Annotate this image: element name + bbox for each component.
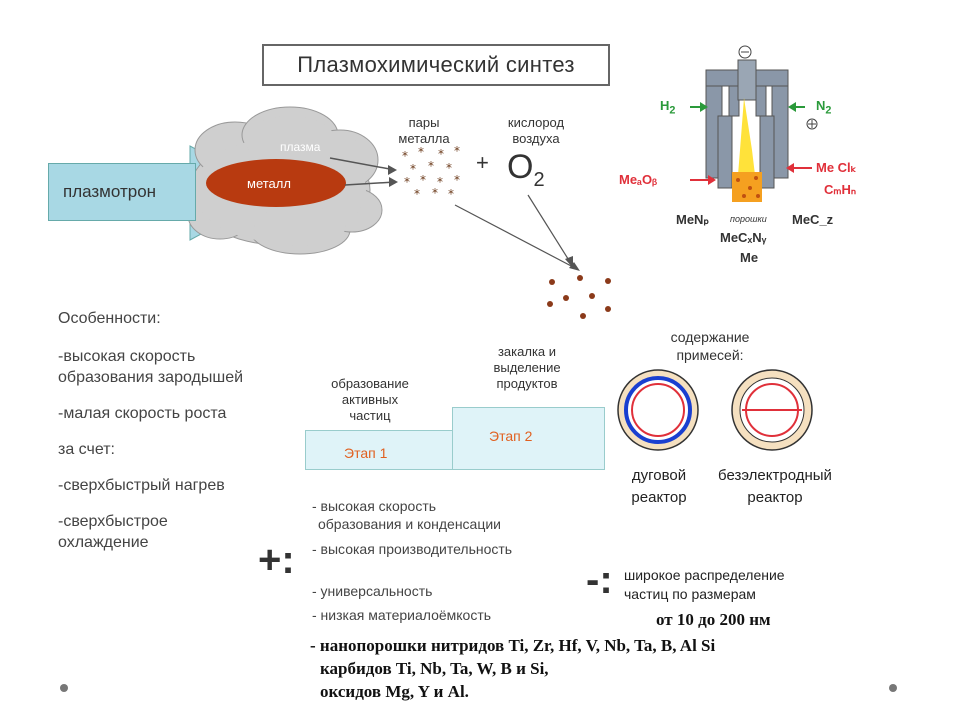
svg-text:*: *	[410, 162, 416, 176]
feature-item: -сверхбыстрый нагрев	[58, 477, 225, 494]
svg-text:*: *	[418, 145, 424, 159]
svg-text:*: *	[454, 173, 460, 187]
stage1-box: Этап 1	[305, 430, 455, 470]
feature-item: образования зародышей	[58, 369, 244, 386]
electrodeless-reactor-diagram	[731, 369, 813, 451]
meaob-label: MeₐOᵦ	[619, 172, 658, 187]
nav-dot-left	[60, 684, 68, 692]
svg-text:*: *	[448, 187, 454, 201]
advantage-item: - высокая скорость	[312, 498, 437, 514]
feature-item: -малая скорость роста	[58, 405, 227, 422]
plasmatron-box: плазмотрон	[48, 163, 196, 221]
page-title: Плазмохимический синтез	[262, 44, 610, 86]
vapor-arrow	[454, 204, 576, 269]
nav-dot-right	[889, 684, 897, 692]
mecxny-label: MeCₓNᵧ	[720, 230, 767, 245]
oxide-particles	[547, 275, 611, 319]
reactor-scheme	[690, 45, 818, 202]
feature-item: -высокая скорость	[58, 348, 196, 365]
svg-text:*: *	[402, 149, 408, 163]
features-heading: Особенности:	[58, 310, 161, 327]
products-line: - нанопорошки нитридов Ti, Zr, Hf, V, Nb…	[310, 636, 716, 655]
plasma-cloud	[187, 106, 383, 255]
stage2-box: Этап 2	[452, 407, 605, 470]
disadvantage-item: широкое распределение	[624, 567, 785, 583]
mecz-label: MeC_z	[792, 212, 834, 227]
svg-text:*: *	[414, 187, 420, 201]
plasma-label: плазма	[280, 140, 321, 154]
svg-text:*: *	[428, 159, 434, 173]
svg-text:*: *	[432, 186, 438, 200]
advantage-item: образования и конденсации	[318, 516, 501, 532]
plasma-arrow-1	[329, 157, 396, 171]
cmhn-label: CₘHₙ	[824, 182, 857, 197]
plasma-arrow-2	[344, 181, 396, 186]
arc-reactor-diagram	[617, 369, 699, 451]
stage1-label: Этап 1	[344, 445, 388, 461]
metal-vapor-particles: **** *** **** ***	[402, 144, 460, 201]
powders-label: порошки	[730, 214, 767, 224]
feature-item: за счет:	[58, 441, 115, 458]
disadvantage-item: частиц по размерам	[624, 586, 756, 602]
metal-label: металл	[247, 176, 291, 191]
advantage-item: - высокая производительность	[312, 541, 513, 557]
svg-text:*: *	[437, 175, 443, 189]
metal-ellipse	[206, 159, 346, 207]
svg-text:*: *	[404, 175, 410, 189]
products-line: карбидов Ti, Nb, Ta, W, B и Si,	[320, 659, 549, 678]
feature-item: охлаждение	[58, 534, 149, 551]
feature-item: -сверхбыстрое	[58, 513, 168, 530]
o2-formula: O2	[507, 148, 545, 191]
mecl-label: Me Clₖ	[816, 160, 857, 175]
menp-label: MeNₚ	[676, 212, 710, 227]
advantages-sign: +:	[258, 538, 295, 582]
svg-text:*: *	[454, 144, 460, 158]
h2-label: H2	[660, 98, 676, 117]
me-label: Me	[740, 250, 759, 265]
svg-text:*: *	[438, 147, 444, 161]
advantage-item: - универсальность	[312, 583, 433, 599]
n2-label: N2	[816, 98, 832, 117]
products-line: оксидов Mg, Y и Al.	[320, 682, 469, 701]
plus-sign: +	[476, 150, 489, 175]
svg-text:*: *	[446, 161, 452, 175]
oxygen-arrow	[527, 194, 571, 263]
stage2-label: Этап 2	[489, 428, 533, 444]
plasmatron-label: плазмотрон	[63, 182, 157, 201]
size-range: от 10 до 200 нм	[656, 610, 771, 629]
advantage-item: - низкая материалоёмкость	[312, 607, 492, 623]
disadvantages-sign: -:	[586, 558, 613, 602]
svg-text:*: *	[420, 173, 426, 187]
